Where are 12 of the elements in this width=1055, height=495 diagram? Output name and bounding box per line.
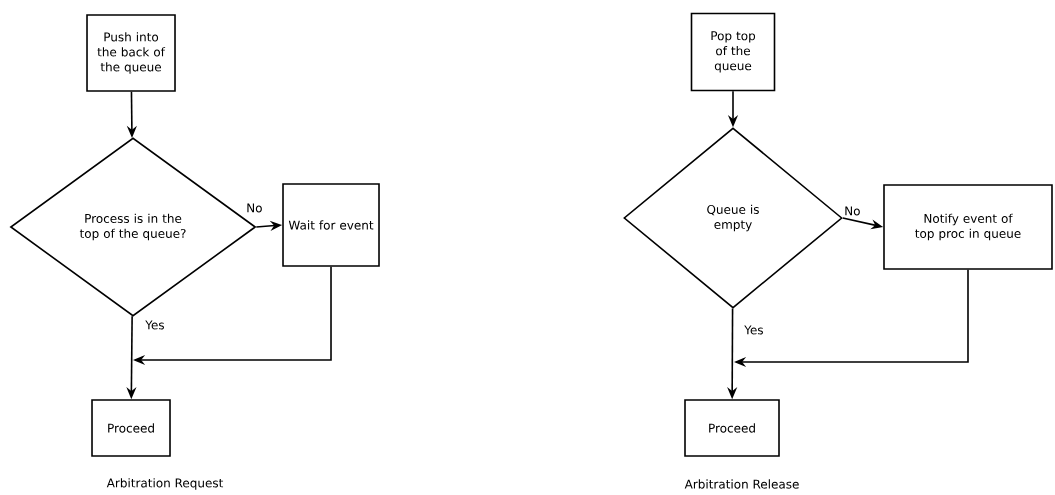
- edge-label: No: [247, 203, 262, 213]
- process-box: Notify event of top proc in queue: [883, 184, 1053, 270]
- process-box: Proceed: [684, 399, 780, 457]
- diagram-caption: Arbitration Release: [684, 479, 799, 489]
- process-box: Proceed: [91, 399, 171, 457]
- diagram-caption: Arbitration Request: [106, 478, 224, 490]
- edge-label: Yes: [744, 325, 763, 335]
- process-box: Push into the back of the queue: [86, 14, 176, 92]
- process-box: Wait for event: [282, 183, 380, 267]
- edge-label: No: [845, 206, 860, 216]
- edge-label: Yes: [145, 320, 164, 330]
- process-box: Pop top of the queue: [690, 12, 776, 92]
